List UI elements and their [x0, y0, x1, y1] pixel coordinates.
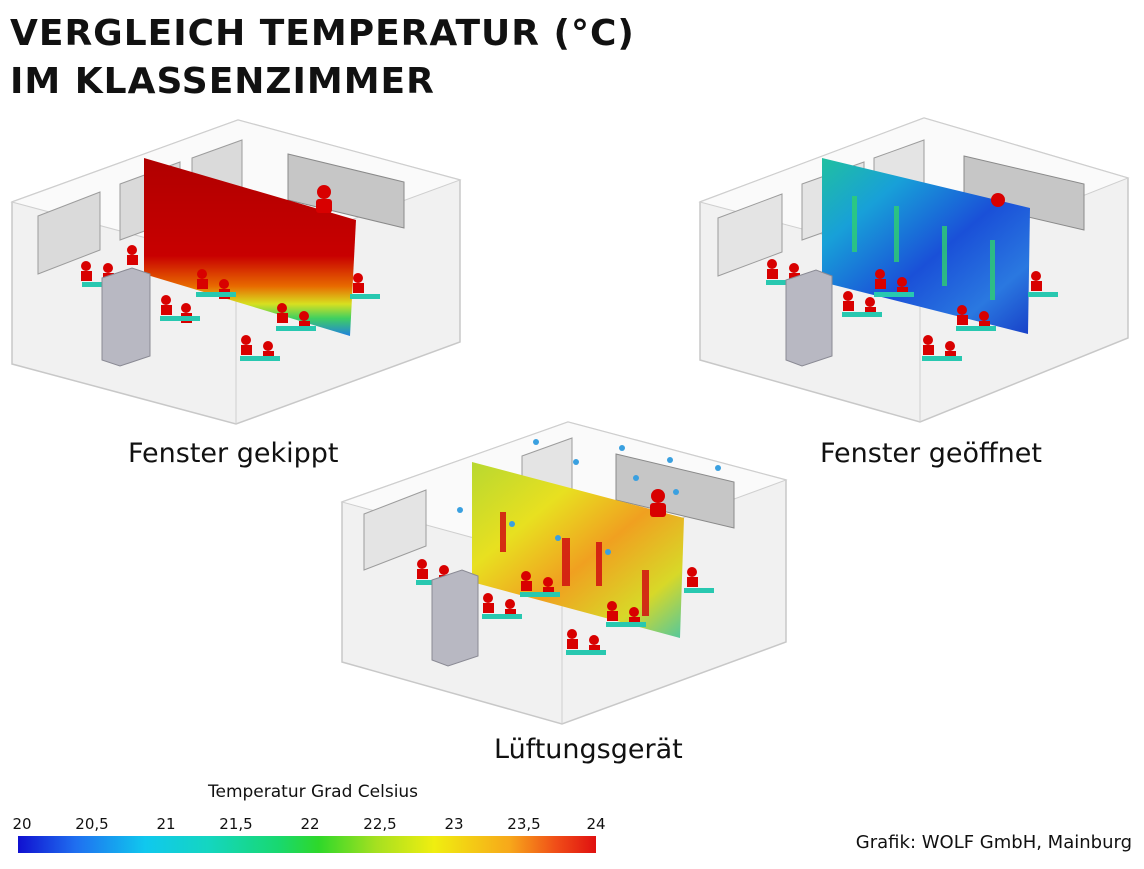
legend-title: Temperatur Grad Celsius: [208, 782, 419, 802]
tick-label-21: 21: [156, 815, 176, 833]
diagram-title: VERGLEICH TEMPERATUR (°C) IM KLASSENZIMM…: [10, 10, 635, 106]
temperature-colorbar: [18, 836, 596, 853]
title-line-1: VERGLEICH TEMPERATUR (°C): [10, 13, 635, 54]
tick-label-21-5: 21,5: [219, 815, 253, 833]
caption-fenster-gekippt: Fenster gekippt: [128, 438, 339, 469]
caption-fenster-geoeffnet: Fenster geöffnet: [820, 438, 1042, 469]
tick-label-24: 24: [586, 815, 606, 833]
classroom-model-2: [698, 117, 1130, 423]
tick-label-23-5: 23,5: [507, 815, 541, 833]
tick-label-20: 20: [12, 815, 32, 833]
scene-fenster-geoeffnet: [698, 116, 1138, 426]
tick-label-20-5: 20,5: [75, 815, 109, 833]
tick-label-22: 22: [300, 815, 320, 833]
scene-lueftungsgeraet: [340, 420, 796, 726]
tick-label-23: 23: [444, 815, 464, 833]
classroom-model-1: [10, 119, 462, 425]
scene-fenster-gekippt: [10, 118, 470, 428]
caption-lueftungsgeraet: Lüftungsgerät: [494, 734, 683, 765]
source-credit: Grafik: WOLF GmbH, Mainburg: [855, 832, 1132, 853]
title-line-2: IM KLASSENZIMMER: [10, 61, 435, 102]
classroom-model-3: [340, 421, 788, 725]
tick-label-22-5: 22,5: [363, 815, 397, 833]
